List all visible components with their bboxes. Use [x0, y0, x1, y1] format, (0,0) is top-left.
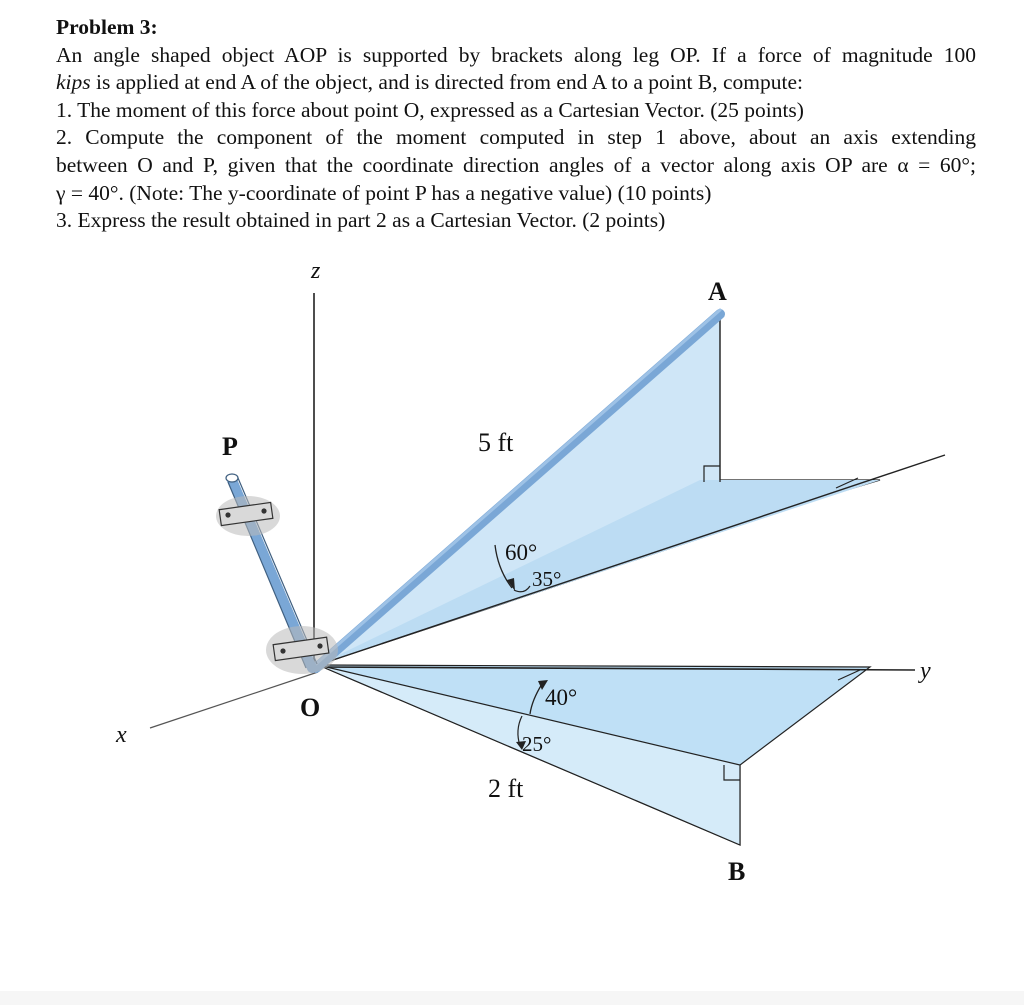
- arc-60-arrow: [507, 578, 515, 591]
- rod-oa: [311, 309, 725, 673]
- axis-y-label: y: [918, 658, 931, 684]
- angle-60-label: 60°: [505, 540, 537, 565]
- point-a-label: A: [708, 277, 727, 306]
- angle-25-label: 25°: [522, 732, 551, 756]
- question-2-line-1: 2. Compute the component of the moment c…: [56, 125, 976, 150]
- question-2-line-2: between O and P, given that the coordina…: [56, 152, 976, 177]
- angle-40-label: 40°: [545, 685, 577, 710]
- upper-plane-lower-triangle: [318, 480, 880, 665]
- bottom-bar: [0, 991, 1024, 1005]
- problem-title: Problem 3:: [56, 15, 158, 39]
- rod-oa-highlight: [314, 308, 722, 666]
- horizontal-ref-line: [317, 454, 946, 666]
- arc-60: [494, 544, 513, 589]
- tick-lower: [837, 669, 861, 681]
- problem-statement: Problem 3: An angle shaped object AOP is…: [56, 14, 976, 235]
- arc-40-arrow: [538, 680, 548, 690]
- y-axis: [317, 666, 916, 671]
- question-2-line-3: γ = 40°. (Note: The y-coordinate of poin…: [56, 180, 712, 205]
- tick-upper: [835, 477, 859, 489]
- question-3: 3. Express the result obtained in part 2…: [56, 208, 666, 233]
- arc-35: [513, 585, 531, 593]
- length-oa-label: 5 ft: [478, 428, 514, 457]
- rod-op-end-cap: [225, 473, 239, 483]
- point-b-label: B: [728, 857, 745, 886]
- axis-x-label: x: [115, 722, 127, 748]
- problem-line-2-rest: is applied at end A of the object, and i…: [90, 70, 803, 95]
- length-ob-label: 2 ft: [488, 774, 524, 803]
- lower-plane-front: [317, 664, 741, 846]
- problem-line-1: An angle shaped object AOP is supported …: [56, 42, 976, 67]
- right-angle-mark-a: [703, 465, 720, 482]
- angle-35-label: 35°: [532, 567, 561, 591]
- x-axis: [149, 671, 319, 729]
- point-o-label: O: [300, 693, 320, 722]
- force-unit: kips: [56, 70, 91, 95]
- problem-line-2: kips is applied at end A of the object, …: [56, 69, 976, 97]
- arc-25-arrow: [516, 741, 526, 750]
- axis-z-label: z: [310, 258, 321, 284]
- question-1: 1. The moment of this force about point …: [56, 97, 804, 122]
- bracket-upper: [216, 496, 280, 536]
- point-p-label: P: [222, 432, 238, 461]
- arc-40: [529, 683, 543, 715]
- right-angle-mark-b: [723, 765, 740, 781]
- bracket-lower: [266, 626, 338, 674]
